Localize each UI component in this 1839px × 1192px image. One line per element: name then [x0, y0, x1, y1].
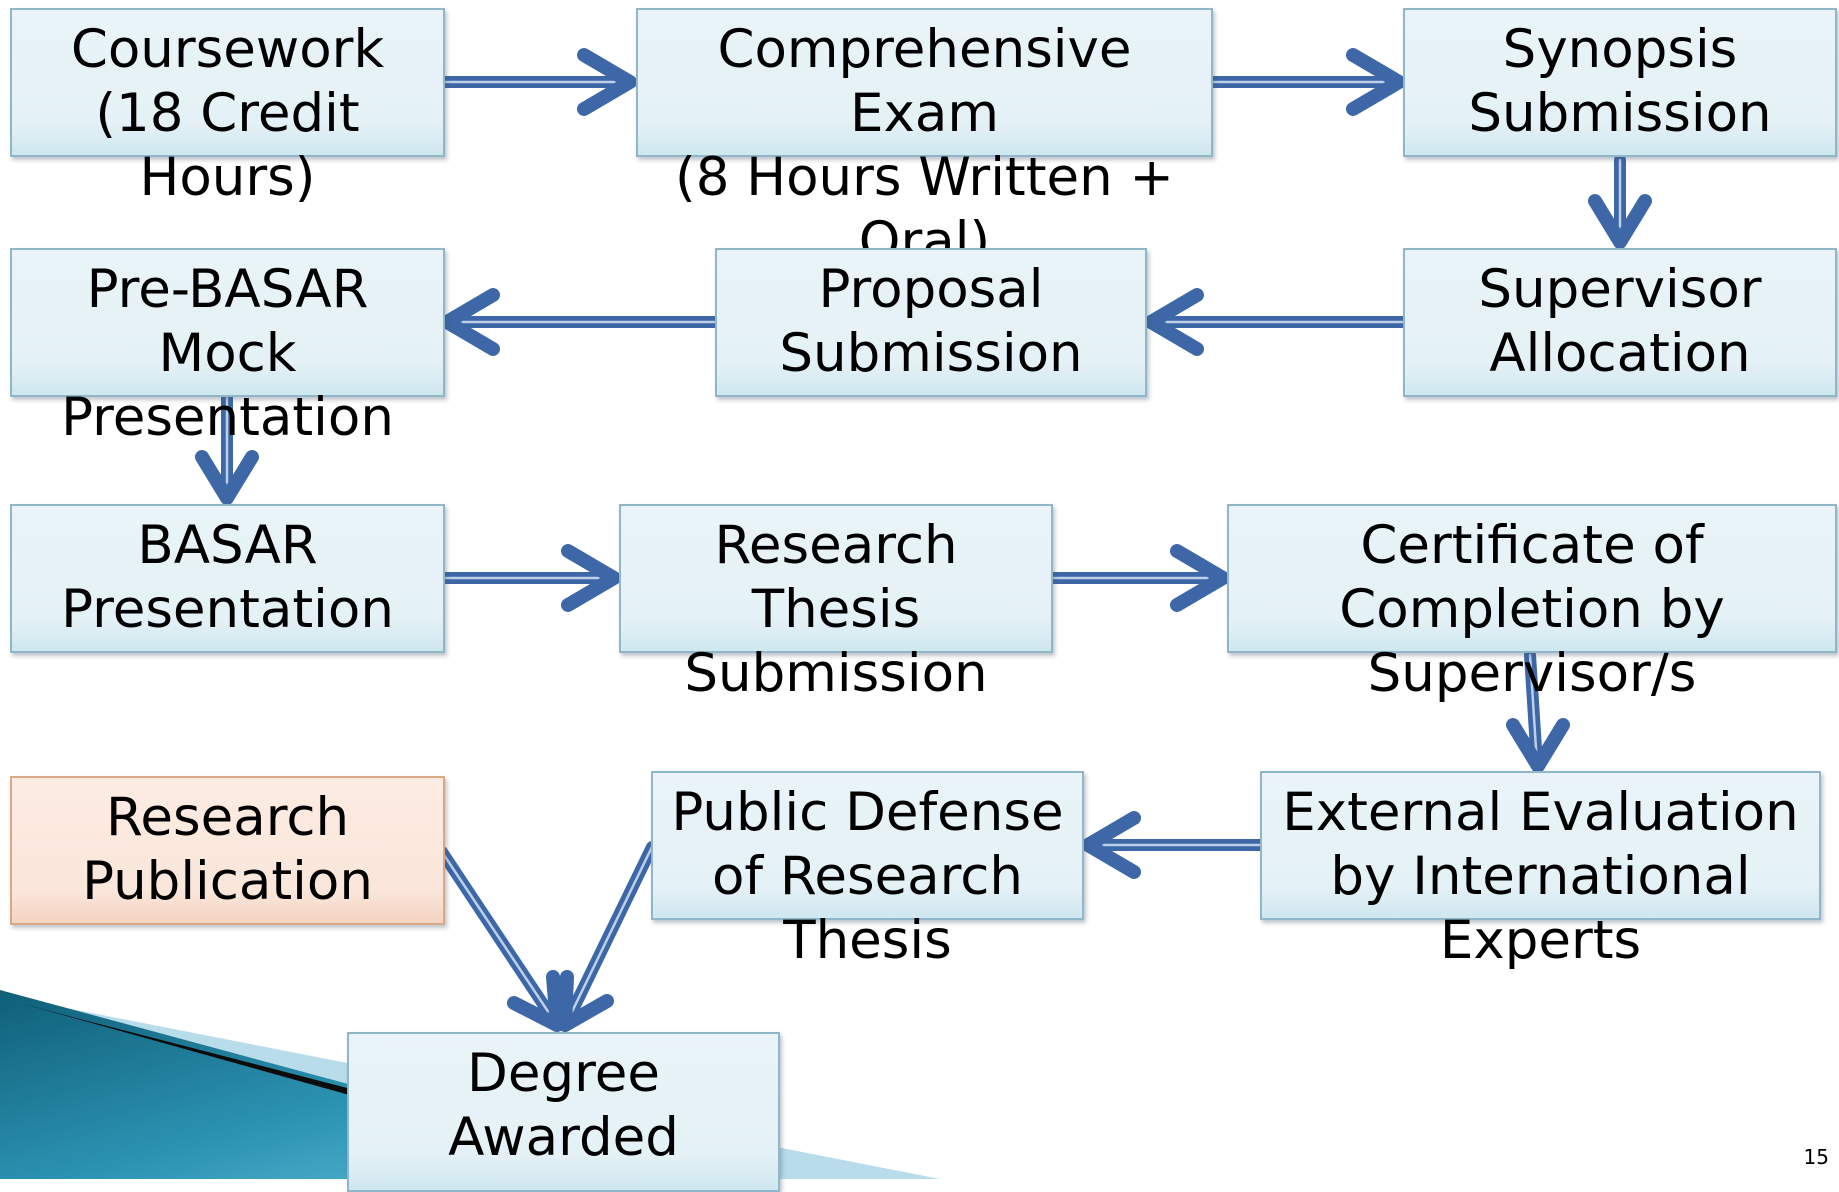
step-pre-basar-mock: Pre-BASAR Mock Presentation [10, 248, 445, 448]
step-degree-awarded-label: Degree Awarded [448, 1043, 679, 1168]
step-supervisor-allocation: Supervisor Allocation [1403, 248, 1837, 397]
step-external-evaluation-label: External Evaluation by International Exp… [1282, 782, 1799, 971]
step-pre-basar-mock-label: Pre-BASAR Mock Presentation [61, 259, 394, 448]
step-research-thesis-submission-label: Research Thesis Submission [684, 515, 988, 704]
step-external-evaluation: External Evaluation by International Exp… [1260, 771, 1821, 971]
step-synopsis-submission: Synopsis Submission [1403, 8, 1837, 157]
step-public-defense-label: Public Defense of Research Thesis [671, 782, 1064, 971]
step-comprehensive-exam: Comprehensive Exam (8 Hours Written + Or… [636, 8, 1213, 272]
step-supervisor-allocation-label: Supervisor Allocation [1478, 259, 1762, 384]
step-research-thesis-submission: Research Thesis Submission [619, 504, 1053, 704]
step-research-publication-label: Research Publication [82, 787, 373, 912]
step-synopsis-submission-label: Synopsis Submission [1468, 19, 1772, 144]
page-number: 15 [1803, 1145, 1829, 1169]
step-proposal-submission: Proposal Submission [715, 248, 1147, 397]
step-coursework-label: Coursework (18 Credit Hours) [70, 19, 385, 208]
step-comprehensive-exam-label: Comprehensive Exam (8 Hours Written + Or… [675, 19, 1174, 272]
step-research-publication: Research Publication [10, 776, 445, 925]
step-basar-presentation: BASAR Presentation [10, 504, 445, 653]
step-certificate-of-completion-label: Certificate of Completion by Supervisor/… [1339, 515, 1725, 704]
step-degree-awarded: Degree Awarded [347, 1032, 780, 1192]
step-coursework: Coursework (18 Credit Hours) [10, 8, 445, 208]
step-certificate-of-completion: Certificate of Completion by Supervisor/… [1227, 504, 1837, 704]
step-basar-presentation-label: BASAR Presentation [61, 515, 394, 640]
step-public-defense: Public Defense of Research Thesis [651, 771, 1084, 971]
step-proposal-submission-label: Proposal Submission [779, 259, 1083, 384]
